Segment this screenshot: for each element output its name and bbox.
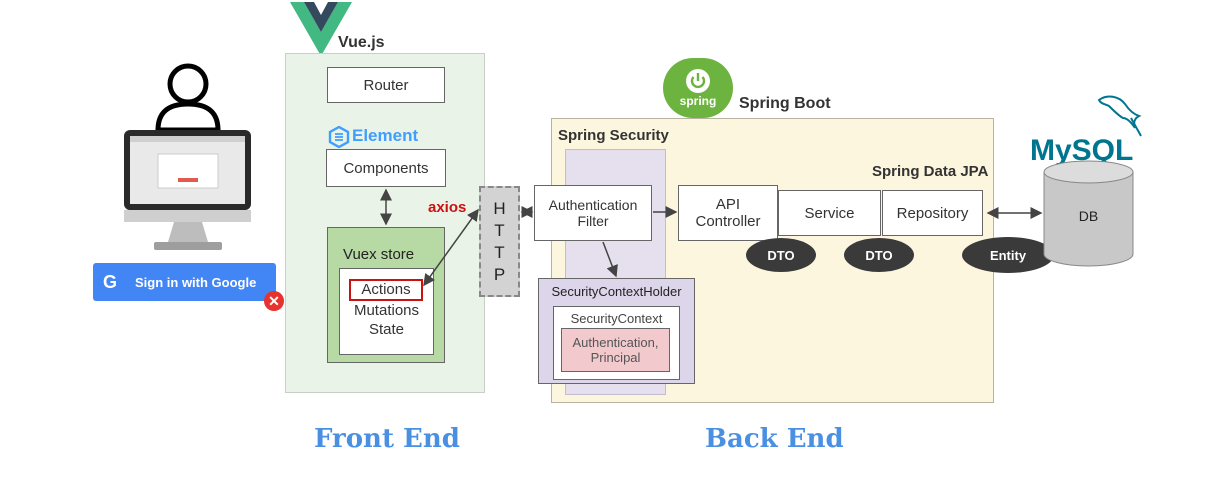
spring-icon-text: spring bbox=[679, 94, 717, 108]
mutations-label: Mutations bbox=[353, 302, 420, 319]
front-end-label: Front End bbox=[314, 424, 460, 454]
http-letter-p: P bbox=[493, 264, 506, 284]
actions-box: Actions bbox=[349, 279, 423, 301]
db-label: DB bbox=[1078, 208, 1099, 224]
error-icon: ✕ bbox=[264, 291, 284, 311]
back-end-label: Back End bbox=[705, 424, 844, 454]
components-box: Components bbox=[326, 149, 446, 187]
vuex-store-title: Vuex store bbox=[343, 246, 415, 263]
http-letter-t2: T bbox=[494, 242, 505, 262]
user-icon bbox=[155, 63, 221, 132]
google-signin-label: Sign in with Google bbox=[135, 274, 257, 290]
authentication-filter-box: Authentication Filter bbox=[534, 185, 652, 241]
database-icon bbox=[1043, 160, 1134, 267]
spring-data-jpa-label: Spring Data JPA bbox=[872, 163, 989, 180]
google-icon: G bbox=[102, 271, 117, 292]
spring-boot-label: Spring Boot bbox=[739, 95, 831, 112]
axios-label: axios bbox=[428, 199, 467, 216]
vue-label: Vue.js bbox=[338, 34, 385, 51]
element-logo-text: Element bbox=[352, 126, 419, 145]
vue-logo-icon bbox=[290, 2, 352, 56]
http-box: H T T P bbox=[479, 186, 520, 297]
dto-badge-1: DTO bbox=[746, 238, 816, 272]
api-controller-box: API Controller bbox=[678, 185, 778, 241]
power-icon bbox=[686, 69, 710, 93]
mysql-dolphin-icon bbox=[1097, 95, 1142, 137]
repository-box: Repository bbox=[882, 190, 983, 236]
security-context-holder-label: SecurityContextHolder bbox=[551, 284, 682, 299]
spring-logo-icon: spring bbox=[663, 58, 733, 118]
element-logo-icon bbox=[328, 126, 350, 148]
security-context-label: SecurityContext bbox=[570, 311, 663, 326]
http-letter-h: H bbox=[493, 198, 506, 218]
google-signin-button[interactable]: G Sign in with Google bbox=[93, 263, 276, 301]
router-box: Router bbox=[327, 67, 445, 103]
state-label: State bbox=[368, 321, 405, 338]
entity-badge: Entity bbox=[962, 237, 1054, 273]
vuex-store-inner bbox=[339, 268, 434, 355]
monitor-icon bbox=[124, 130, 251, 250]
authentication-principal-box: Authentication, Principal bbox=[561, 328, 670, 372]
http-letter-t1: T bbox=[494, 220, 505, 240]
dto-badge-2: DTO bbox=[844, 238, 914, 272]
service-box: Service bbox=[778, 190, 881, 236]
spring-security-label: Spring Security bbox=[558, 127, 669, 144]
